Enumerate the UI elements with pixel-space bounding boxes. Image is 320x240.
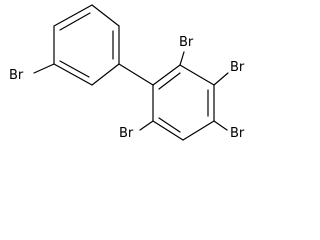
bond-c-br bbox=[139, 120, 154, 131]
bond bbox=[152, 64, 181, 86]
double-bond-line bbox=[59, 12, 91, 31]
bond bbox=[91, 4, 120, 27]
bond bbox=[152, 120, 184, 141]
phenyl-ring-left bbox=[53, 4, 120, 86]
atom-label-br: Br bbox=[230, 60, 245, 75]
bond bbox=[53, 63, 93, 86]
bond-c-br bbox=[213, 120, 228, 131]
biaryl-bond bbox=[118, 63, 154, 86]
atom-label-br: Br bbox=[179, 35, 194, 50]
chemical-structure-figure: Br Br Br Br Br bbox=[9, 4, 245, 141]
bond bbox=[182, 120, 215, 141]
phenyl-ring-right bbox=[152, 64, 215, 141]
bond bbox=[179, 64, 215, 86]
atom-label-br: Br bbox=[119, 126, 134, 141]
molecule-drawing: Br Br Br Br Br bbox=[9, 4, 245, 141]
atom-label-br: Br bbox=[230, 126, 245, 141]
bond-c-br bbox=[179, 51, 185, 66]
bond-c-br bbox=[213, 72, 229, 86]
bond-c-br bbox=[33, 63, 55, 74]
double-bond-line bbox=[59, 60, 90, 78]
bond bbox=[91, 63, 120, 86]
bond bbox=[53, 4, 93, 27]
double-bond-line bbox=[158, 117, 181, 133]
atom-label-br: Br bbox=[9, 68, 24, 83]
double-bond-line bbox=[158, 72, 181, 90]
